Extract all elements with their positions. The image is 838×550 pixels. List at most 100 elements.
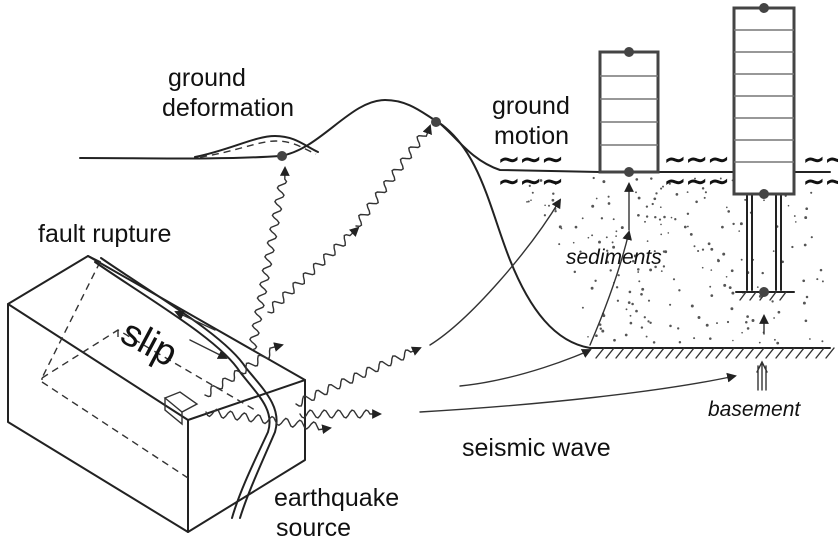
sediment-speckle [609,269,612,272]
hypocenter-square [163,391,199,413]
sediment-speckle [637,213,640,217]
sediment-speckle [719,177,722,180]
sediment-speckle [598,240,601,244]
sediment-speckle [693,337,696,340]
basement-hatch-line [635,347,645,359]
basement-hatch-line [755,347,765,359]
sediment-speckle [730,307,734,311]
sediment-speckle [617,274,620,277]
sediment-speckle [787,204,790,207]
sediment-speckle [625,308,628,311]
sediment-speckle [654,215,657,219]
wave-path-to-sediments [589,230,632,346]
sediment-speckle [592,176,595,180]
seismic-rays [204,124,432,435]
sediment-speckle [526,201,528,203]
sediment-speckle [552,192,555,195]
sediment-speckle [645,335,648,338]
short-building [598,47,660,177]
sediment-speckle [701,187,705,190]
sediment-speckle [707,242,711,246]
sediment-speckle [697,316,701,319]
sediment-speckle [660,233,663,236]
sediment-speckle [821,340,824,343]
sediment-speckle [554,183,557,186]
seismic-ray-to-deformation [249,166,290,351]
sediment-speckle [772,250,775,252]
sediment-speckle [554,210,557,213]
label-sediments: sediments [566,246,662,269]
sediment-speckle [683,225,687,229]
sediment-speckle [805,207,809,211]
sediment-speckle [558,225,562,229]
sediment-speckle [732,222,735,226]
wave-path-to-basin-1 [429,198,562,346]
sediment-speckle [660,187,663,190]
sediment-speckle [670,216,673,219]
sediment-speckle [647,320,650,323]
fault-rupture-line [94,261,271,519]
basement-hatch-line [705,347,715,359]
sediment-speckle [558,243,561,246]
sediment-speckle [652,341,656,344]
sediment-speckle [663,215,666,219]
basement-hatch-line [735,347,745,359]
peak-point [431,117,441,127]
sediment-speckle [717,258,719,261]
label-ground-deformation-2: deformation [162,94,294,122]
sediment-speckle [587,336,589,338]
sediment-speckle [667,232,670,234]
basement-hatch-line [695,347,705,359]
slip-arrow-up [174,310,216,331]
sediment-speckle [810,191,813,194]
sediment-speckle [740,258,743,261]
sediment-speckle [678,289,681,292]
label-earthquake-source-1: earthquake [274,484,399,512]
sediment-speckle [539,179,543,182]
sediment-speckle [771,300,774,303]
sediment-speckle [581,217,584,220]
label-seismic-wave: seismic wave [462,434,611,462]
sediment-speckle [674,218,677,221]
sediment-speckle [653,197,657,201]
sediment-speckle [594,279,597,282]
sediment-speckle [741,331,743,334]
sediment-speckle [643,316,646,319]
sediment-speckle [694,177,696,180]
sediment-speckle [605,236,608,239]
sediment-speckle [746,315,749,318]
sediment-speckle [746,327,750,330]
sediment-speckle [615,235,617,237]
label-basement: basement [708,398,801,421]
sediment-speckle [802,279,806,283]
label-ground-deformation-1: ground [168,64,246,92]
sediment-speckle [672,278,676,281]
sediment-speckle [763,199,765,202]
sediment-speckle [591,234,594,237]
seismic-ray-up [204,342,284,398]
sediment-speckle [598,323,602,326]
sediment-speckle [637,268,640,271]
sediment-speckle [704,191,707,194]
sediment-speckle [635,178,639,181]
sediment-speckle [689,233,693,236]
label-ground-motion-1: ground [492,92,570,120]
sediment-speckle [738,230,741,232]
sediment-speckle [627,301,631,304]
basement-hatch-line [655,347,665,359]
sediment-speckles [526,176,824,345]
sediment-speckle [731,291,735,295]
sediment-speckle [726,320,730,324]
sediment-speckle [629,314,632,317]
sediment-speckle [716,322,718,325]
ground-deformation-bump [194,135,319,158]
basement-hatch-line [745,347,755,359]
sediment-speckle [640,292,643,296]
sediment-speckle [655,192,658,195]
sediment-speckle [548,204,550,207]
basement-hatch-line [615,347,625,359]
sediment-speckle [662,185,664,188]
sediment-speckle [612,245,616,249]
sediment-speckle [710,294,714,297]
